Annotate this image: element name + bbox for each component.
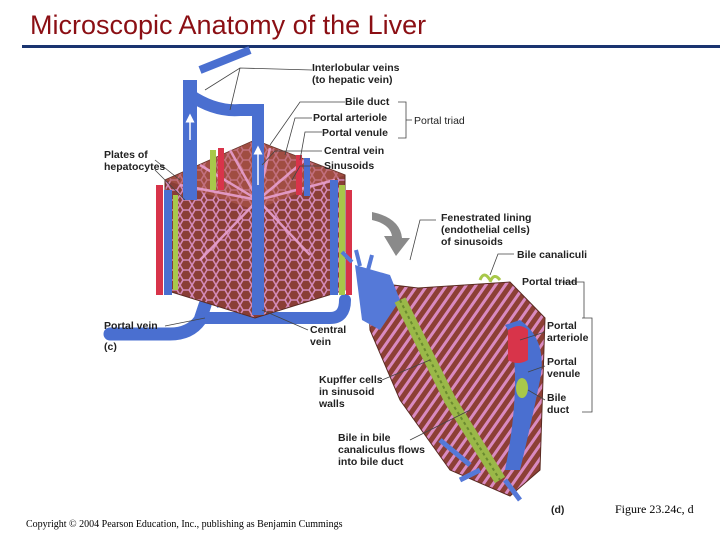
lobule-block — [103, 46, 352, 341]
zoom-arrow — [372, 212, 410, 256]
label-central-vein-c: Central vein — [324, 145, 385, 157]
copyright-notice: Copyright © 2004 Pearson Education, Inc.… — [26, 519, 343, 530]
label-plates-of-hepatocytes: Plates of hepatocytes — [104, 149, 166, 173]
label-portal-triad-d: Portal triad — [522, 276, 578, 288]
label-central-vein-d: Central vein — [310, 324, 347, 348]
label-portal-arteriole-d: Portal arteriole — [547, 320, 589, 344]
label-bile-canaliculi: Bile canaliculi — [517, 249, 588, 261]
label-sinusoids: Sinusoids — [324, 160, 375, 172]
label-bile-flow: Bile in bile canaliculus flows into bile… — [338, 432, 425, 468]
label-panel-c: (c) — [104, 341, 117, 353]
label-panel-d: (d) — [551, 504, 565, 516]
label-portal-venule-c: Portal venule — [322, 127, 388, 139]
label-bile-duct-d: Bile duct — [547, 392, 570, 416]
label-portal-triad-c: Portal triad — [414, 115, 465, 127]
label-portal-vein: Portal vein — [104, 320, 158, 332]
leader-lines — [154, 67, 593, 441]
label-kupffer-cells: Kupffer cells in sinusoid walls — [319, 374, 383, 410]
sinusoid-wedge — [340, 249, 546, 502]
label-bile-duct-c: Bile duct — [345, 96, 390, 108]
page-title: Microscopic Anatomy of the Liver — [30, 10, 427, 40]
label-fenestrated-lining: Fenestrated lining (endothelial cells) o… — [441, 212, 532, 248]
figure-reference: Figure 23.24c, d — [615, 502, 694, 516]
label-portal-venule-d: Portal venule — [547, 356, 581, 380]
label-portal-arteriole-c: Portal arteriole — [313, 112, 388, 124]
title-underline — [22, 45, 720, 48]
label-interlobular-veins: Interlobular veins (to hepatic vein) — [312, 62, 400, 86]
